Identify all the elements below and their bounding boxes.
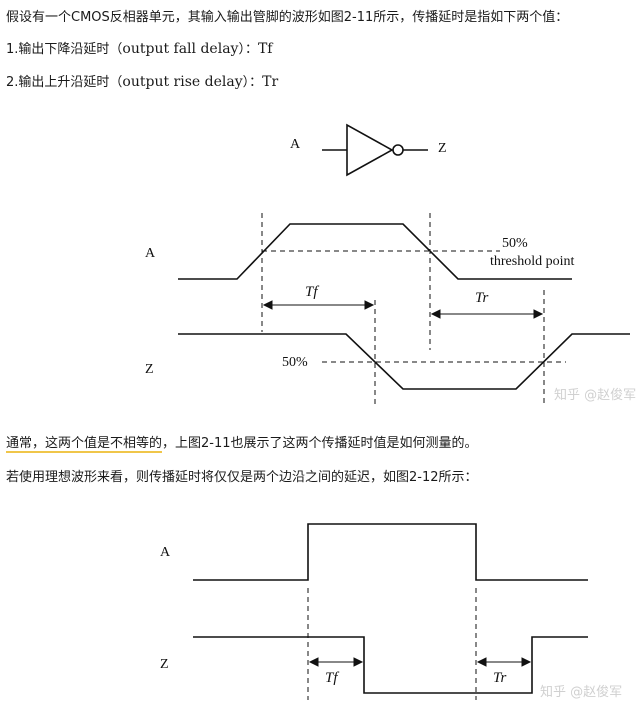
inverter-symbol	[322, 123, 428, 177]
watermark-2: 知乎 @赵俊军	[540, 684, 622, 700]
waveform-a	[178, 223, 572, 280]
paragraph-1-rest: ，上图2-11也展示了这两个传播延时值是如何测量的。	[162, 436, 478, 451]
item-1-prefix: 1.输出下降沿延时（	[6, 42, 123, 57]
threshold-percent-a: 50%	[502, 236, 528, 251]
fig2-tf-label: Tf	[325, 670, 339, 686]
fig2-waveform-z	[193, 636, 588, 694]
fig2-tf-arrow	[308, 657, 364, 667]
gate-output-label: Z	[438, 141, 447, 156]
watermark-1: 知乎 @赵俊军	[554, 387, 636, 403]
highlighted-text: 通常，这两个值是不相等的	[6, 436, 163, 453]
item-1-symbol: Tf	[257, 41, 273, 57]
signal-a-label: A	[145, 246, 156, 261]
item-2: 2.输出上升沿延时（output rise delay）：Tr	[6, 71, 278, 90]
tr-label: Tr	[475, 290, 489, 306]
gate-input-label: A	[290, 137, 301, 152]
item-2-prefix: 2.输出上升沿延时（	[6, 75, 123, 90]
item-2-english: output rise delay	[122, 74, 243, 90]
fig2-signal-a-label: A	[160, 545, 171, 560]
figure-2-11: A Z A Z Tf Tr 50% threshold point 50% 知乎…	[145, 123, 636, 405]
threshold-percent-z: 50%	[282, 355, 308, 370]
fig2-tr-label: Tr	[493, 670, 507, 686]
fig2-waveform-a	[193, 523, 588, 581]
paragraph-1: 通常，这两个值是不相等的，上图2-11也展示了这两个传播延时值是如何测量的。	[6, 432, 478, 453]
threshold-point-label: threshold point	[490, 254, 574, 269]
fig2-signal-z-label: Z	[160, 657, 169, 672]
item-1: 1.输出下降沿延时（output fall delay）：Tf	[6, 38, 273, 57]
paragraph-2: 若使用理想波形来看，则传播延时将仅仅是两个边沿之间的延迟，如图2-12所示：	[6, 470, 478, 485]
item-2-symbol: Tr	[262, 74, 279, 90]
tr-arrow	[430, 309, 544, 319]
waveform-z	[178, 333, 630, 390]
fig2-tr-arrow	[476, 657, 532, 667]
intro-text: 假设有一个CMOS反相器单元，其输入输出管脚的波形如图2-11所示，传播延时是指…	[6, 10, 569, 25]
item-1-suffix: ）：	[238, 42, 258, 57]
tf-label: Tf	[305, 284, 319, 300]
item-1-english: output fall delay	[122, 41, 239, 57]
item-2-suffix: ）：	[242, 75, 263, 90]
tf-arrow	[262, 300, 375, 310]
signal-z-label: Z	[145, 362, 154, 377]
figure-2-12: A Z Tf Tr 知乎 @赵俊军	[160, 523, 622, 700]
